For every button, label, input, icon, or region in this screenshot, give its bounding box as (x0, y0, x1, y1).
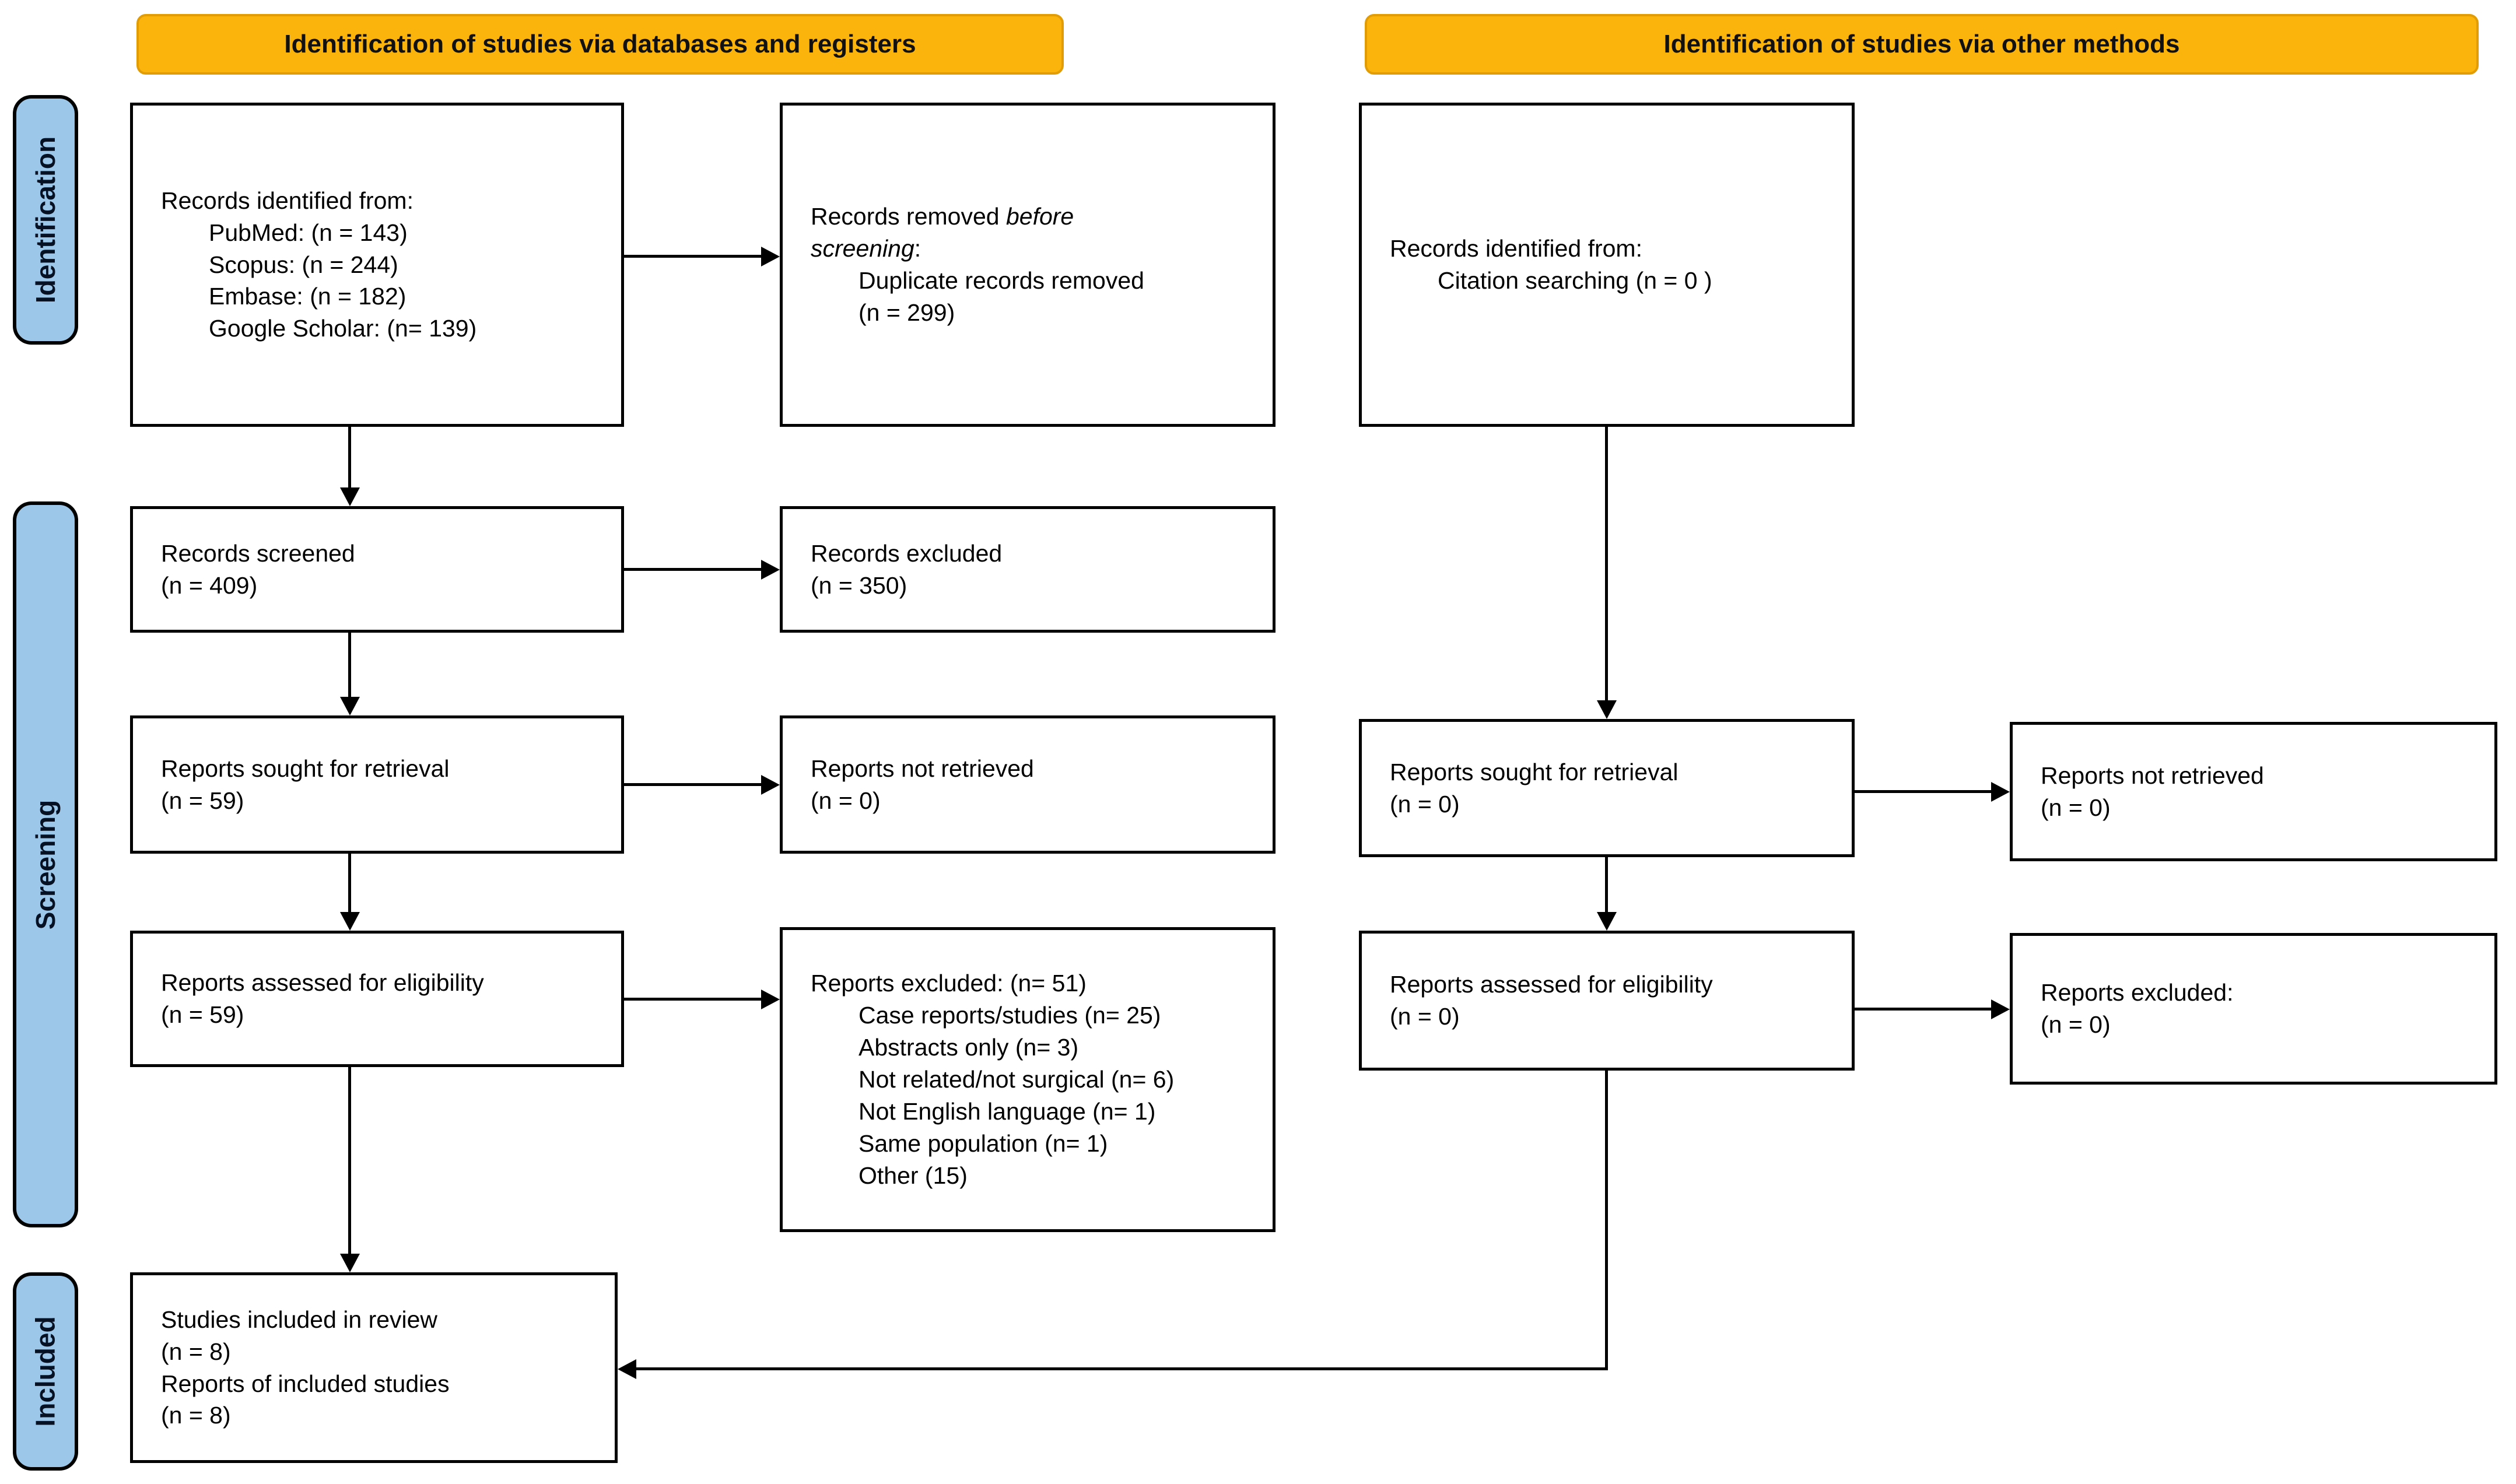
arrow-identified-to-screened-line (348, 427, 351, 489)
arrow-right-icon (761, 990, 780, 1009)
arrow-sought-other-to-assessed-line (1605, 857, 1608, 912)
arrow-right-icon (761, 775, 780, 795)
box-line: Reports excluded: (2041, 979, 2234, 1006)
title-italic-part2: screening (811, 235, 914, 262)
box-records-removed-before-screening: Records removed before screening: Duplic… (780, 103, 1275, 427)
box-line: Reports assessed for eligibility (161, 969, 484, 997)
box-reports-assessed-databases: Reports assessed for eligibility (n = 59… (130, 931, 624, 1067)
exclusion-same-population: Same population (n= 1) (858, 1129, 1108, 1157)
box-count: (n = 59) (161, 787, 244, 814)
exclusion-other: Other (15) (858, 1162, 968, 1189)
arrow-identified-to-removed-line (624, 255, 761, 258)
box-reports-not-retrieved-other: Reports not retrieved (n = 0) (2010, 722, 2497, 861)
box-title-line2: screening: (811, 233, 1257, 265)
arrow-assessed-other-to-excluded-line (1855, 1008, 1991, 1011)
title-normal-part: Records removed (811, 203, 1006, 230)
box-title-line1: Records removed before (811, 201, 1257, 233)
box-line: Reports of included studies (161, 1370, 450, 1397)
citation-searching: Citation searching (n = 0 ) (1438, 267, 1712, 294)
box-reports-sought-databases: Reports sought for retrieval (n = 59) (130, 715, 624, 854)
arrow-left-icon (618, 1359, 636, 1379)
box-count: (n = 350) (811, 571, 907, 599)
box-line: Records excluded (811, 539, 1003, 567)
arrow-citation-to-sought-line (1605, 427, 1608, 700)
box-reports-sought-other: Reports sought for retrieval (n = 0) (1359, 719, 1855, 857)
arrow-right-icon (761, 247, 780, 266)
box-count: (n = 0) (2041, 1011, 2111, 1038)
arrow-down-icon (1597, 700, 1617, 719)
title-colon: : (914, 235, 921, 262)
box-count: (n = 59) (161, 1001, 244, 1028)
box-line: Reports not retrieved (2041, 762, 2264, 789)
box-count: (n = 0) (811, 787, 881, 814)
arrow-down-icon (1597, 912, 1617, 931)
box-line: Reports assessed for eligibility (1390, 971, 1713, 998)
box-records-excluded: Records excluded (n = 350) (780, 506, 1275, 633)
source-pubmed: PubMed: (n = 143) (209, 219, 408, 246)
exclusion-case-reports: Case reports/studies (n= 25) (858, 1002, 1161, 1029)
arrow-right-icon (761, 560, 780, 580)
banner-other-methods-label: Identification of studies via other meth… (1663, 30, 2180, 58)
arrow-down-icon (340, 697, 360, 715)
arrow-down-icon (340, 1254, 360, 1272)
arrow-sought-to-assessed-line (348, 854, 351, 912)
box-reports-not-retrieved-databases: Reports not retrieved (n = 0) (780, 715, 1275, 854)
source-scopus: Scopus: (n = 244) (209, 251, 398, 278)
box-records-screened: Records screened (n = 409) (130, 506, 624, 633)
box-records-identified-databases: Records identified from: PubMed: (n = 14… (130, 103, 624, 427)
box-reports-excluded-other: Reports excluded: (n = 0) (2010, 933, 2497, 1085)
exclusion-not-related: Not related/not surgical (n= 6) (858, 1066, 1175, 1093)
box-count: (n = 8) (161, 1338, 231, 1365)
box-line: Records screened (161, 539, 355, 567)
arrow-sought-other-to-not-retrieved-line (1855, 790, 1991, 793)
box-line: Reports sought for retrieval (161, 755, 450, 782)
arrow-down-icon (340, 487, 360, 506)
exclusion-abstracts-only: Abstracts only (n= 3) (858, 1034, 1079, 1061)
box-line: Reports not retrieved (811, 755, 1034, 782)
arrow-sought-to-not-retrieved-line (624, 783, 761, 786)
stage-included-text: Included (30, 1316, 61, 1427)
box-reports-excluded-reasons: Reports excluded: (n= 51) Case reports/s… (780, 927, 1275, 1232)
box-title: Records identified from: (161, 187, 414, 214)
box-title: Records identified from: (1390, 235, 1642, 262)
arrow-right-icon (1991, 999, 2010, 1019)
box-reports-assessed-other: Reports assessed for eligibility (n = 0) (1359, 931, 1855, 1071)
arrow-assessed-to-included-line (348, 1067, 351, 1254)
stage-screening-text: Screening (30, 799, 61, 929)
stage-label-included: Included (13, 1272, 78, 1471)
exclusion-not-english: Not English language (n= 1) (858, 1097, 1156, 1125)
box-count: (n = 0) (1390, 790, 1460, 818)
title-italic-part: before (1005, 203, 1074, 230)
duplicates-removed-line2: (n = 299) (858, 299, 955, 326)
box-title: Reports excluded: (n= 51) (811, 970, 1087, 997)
box-studies-included: Studies included in review (n = 8) Repor… (130, 1272, 618, 1463)
box-count: (n = 409) (161, 571, 258, 599)
arrow-right-icon (1991, 782, 2010, 802)
stage-label-identification: Identification (13, 95, 78, 345)
arrow-screened-to-excluded-line (624, 568, 761, 571)
source-embase: Embase: (n = 182) (209, 283, 407, 310)
duplicates-removed-line1: Duplicate records removed (858, 267, 1144, 294)
banner-databases-registers: Identification of studies via databases … (136, 14, 1064, 75)
arrow-assessed-to-excluded-line (624, 998, 761, 1001)
arrow-other-to-included-horizontal-line (636, 1367, 1608, 1370)
box-count: (n = 8) (161, 1402, 231, 1429)
box-records-identified-other: Records identified from: Citation search… (1359, 103, 1855, 427)
box-count: (n = 0) (1390, 1003, 1460, 1030)
banner-other-methods: Identification of studies via other meth… (1365, 14, 2479, 75)
stage-label-screening: Screening (13, 501, 78, 1227)
box-line: Studies included in review (161, 1306, 438, 1333)
arrow-down-icon (340, 912, 360, 931)
stage-identification-text: Identification (30, 136, 61, 304)
source-google-scholar: Google Scholar: (n= 139) (209, 315, 477, 342)
arrow-other-to-included-vertical-line (1605, 1071, 1608, 1369)
box-line: Reports sought for retrieval (1390, 758, 1678, 785)
banner-databases-label: Identification of studies via databases … (284, 30, 916, 58)
box-count: (n = 0) (2041, 794, 2111, 821)
arrow-screened-to-sought-line (348, 633, 351, 697)
